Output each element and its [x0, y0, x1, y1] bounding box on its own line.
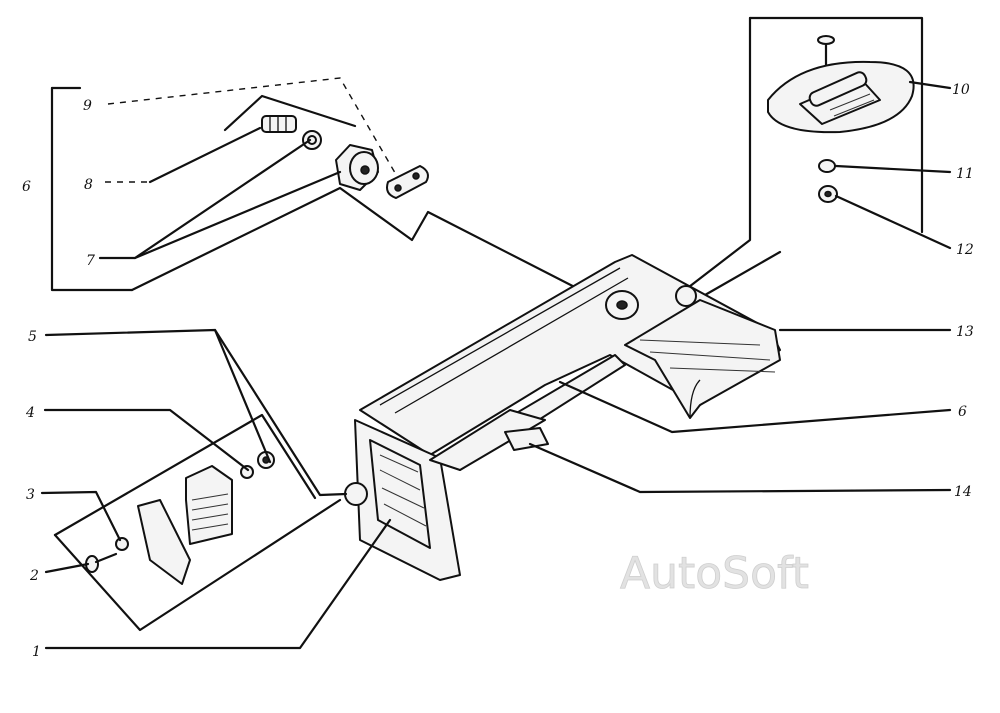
callout-2: 2	[29, 568, 39, 584]
screw	[817, 35, 835, 68]
bolt-part-8	[261, 115, 297, 133]
main-body-assembly	[344, 254, 781, 581]
callout-3: 3	[26, 487, 35, 503]
callout-14: 14	[954, 484, 972, 500]
small-nut-part-11	[818, 159, 836, 173]
callout-10: 10	[952, 82, 970, 98]
callout-labels: 9 8 7 6 5 4 3 2 1 10 11 12 13 6 14	[22, 82, 974, 660]
joint-circle	[344, 482, 368, 506]
washer-part-3	[115, 537, 129, 551]
callout-12: 12	[956, 242, 974, 258]
detail-inset-hinge-bracket	[50, 86, 602, 302]
bracket-part-14	[504, 427, 549, 451]
cover-bracket	[185, 465, 233, 545]
callout-11: 11	[956, 166, 974, 182]
callout-4: 4	[25, 405, 35, 421]
detail-inset-bracket	[53, 413, 342, 632]
nut-part-12	[818, 185, 838, 203]
spring-washer	[302, 130, 322, 150]
leader-lines	[40, 77, 952, 650]
link-plate-part-9	[386, 165, 429, 199]
callout-5: 5	[28, 329, 37, 345]
callout-7: 7	[86, 253, 95, 269]
callout-9: 9	[83, 98, 92, 114]
callout-6-right: 6	[958, 404, 967, 420]
callout-8: 8	[84, 177, 93, 193]
latch-spot	[675, 285, 697, 307]
callout-13: 13	[956, 324, 974, 340]
bracket-plate	[137, 499, 191, 585]
hinge-plate-part-10	[767, 60, 915, 134]
bolt-part-2	[85, 552, 118, 573]
bushing-part-7	[335, 144, 379, 191]
washer-part-4	[240, 465, 254, 479]
callout-6-left: 6	[22, 179, 31, 195]
callout-1: 1	[32, 644, 41, 660]
curved-panel-part-13	[624, 299, 781, 419]
detail-inset-latch	[683, 16, 924, 297]
hinge-boss	[605, 290, 639, 320]
watermark-autosoft: AutoSoft	[620, 548, 809, 599]
